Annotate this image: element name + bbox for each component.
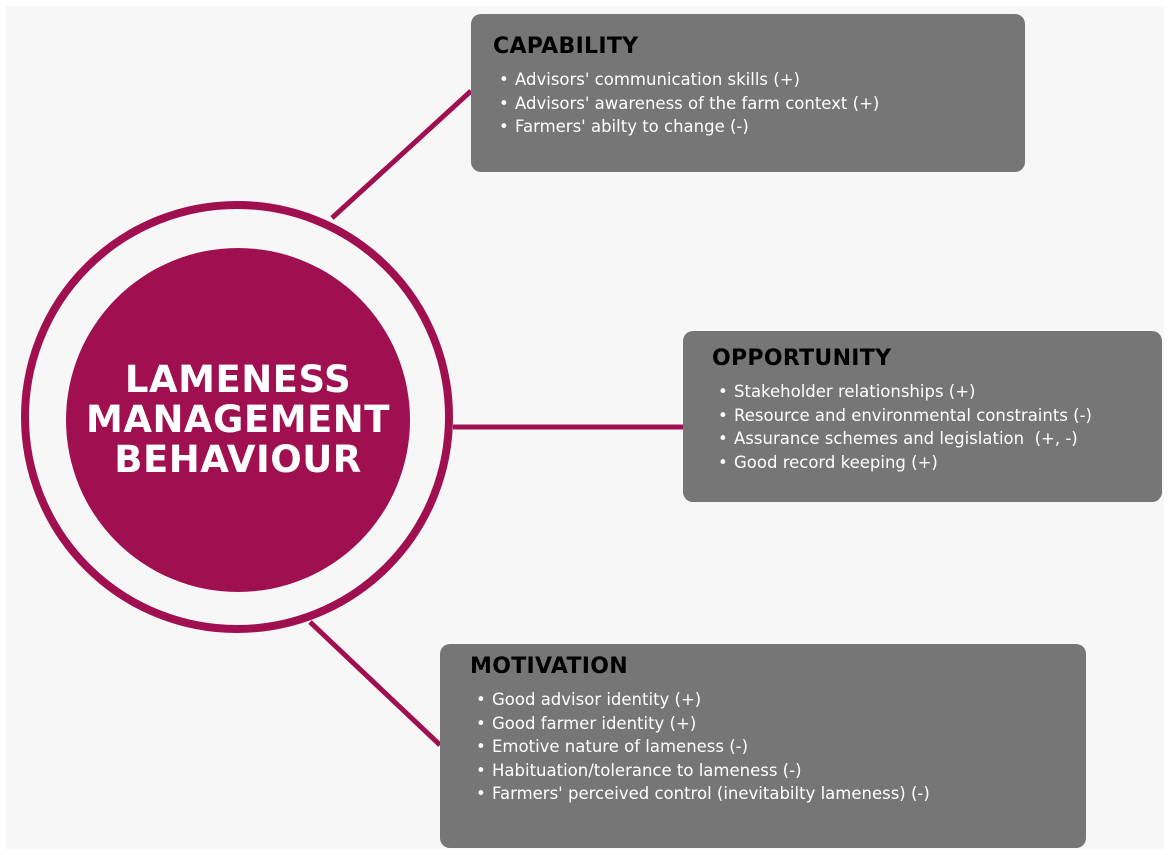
list-item-text: Emotive nature of lameness (-): [492, 737, 749, 756]
motivation-title: MOTIVATION: [470, 654, 628, 679]
bullet-icon: •: [476, 713, 486, 733]
bullet-icon: •: [499, 117, 509, 136]
opportunity-title: OPPORTUNITY: [712, 346, 892, 371]
list-item-text: Habituation/tolerance to lameness (-): [492, 760, 802, 780]
bullet-icon: •: [718, 382, 728, 401]
connector-capability: [330, 89, 473, 220]
capability-box: CAPABILITY • Advisors' communication skil…: [471, 14, 1025, 172]
bullet-icon: •: [476, 784, 486, 803]
list-item-text: Farmers' perceived control (inevitabilty…: [492, 784, 930, 803]
list-item: • Assurance schemes and legislation (+, -…: [712, 427, 1162, 451]
list-item: • Advisors' awareness of the farm context…: [493, 92, 1025, 116]
bullet-icon: •: [476, 760, 486, 780]
list-item-text: Good record keeping (+): [734, 452, 938, 472]
list-item: • Good farmer identity (+): [470, 712, 1086, 736]
list-item: • Stakeholder relationships (+): [712, 380, 1162, 404]
list-item-text: Assurance schemes and legislation (+, -): [734, 429, 1078, 448]
opportunity-box: OPPORTUNITY • Stakeholder relationships (…: [683, 331, 1162, 502]
list-item-text: Good farmer identity (+): [492, 713, 697, 733]
motivation-box: MOTIVATION • Good advisor identity (+) • G…: [440, 644, 1086, 848]
bullet-icon: •: [476, 737, 486, 756]
hub-title-line: BEHAVIOUR: [114, 438, 362, 481]
list-item: • Farmers' perceived control (inevitabilt…: [470, 782, 1086, 806]
list-item-text: Resource and environmental constraints (…: [734, 405, 1092, 425]
list-item-text: Advisors' communication skills (+): [515, 70, 800, 89]
capability-list: • Advisors' communication skills (+) • Adv…: [493, 68, 1025, 139]
list-item: • Advisors' communication skills (+): [493, 68, 1025, 92]
list-item: • Resource and environmental constraints …: [712, 404, 1162, 428]
list-item-text: Stakeholder relationships (+): [734, 382, 976, 401]
capability-title: CAPABILITY: [493, 34, 639, 59]
bullet-icon: •: [718, 452, 728, 472]
list-item-text: Good advisor identity (+): [492, 690, 702, 709]
connector-motivation: [308, 620, 442, 747]
bullet-icon: •: [718, 405, 728, 425]
hub-title-line: LAMENESS: [124, 358, 352, 401]
bullet-icon: •: [718, 429, 728, 448]
list-item: • Good advisor identity (+): [470, 688, 1086, 712]
bullet-icon: •: [499, 70, 509, 89]
hub-circle: LAMENESS MANAGEMENT BEHAVIOUR: [66, 248, 410, 592]
bullet-icon: •: [476, 690, 486, 709]
list-item-text: Farmers' abilty to change (-): [515, 117, 749, 136]
list-item: • Emotive nature of lameness (-): [470, 735, 1086, 759]
opportunity-list: • Stakeholder relationships (+) • Resource…: [712, 380, 1162, 474]
list-item: • Habituation/tolerance to lameness (-): [470, 759, 1086, 783]
list-item: • Good record keeping (+): [712, 451, 1162, 475]
bullet-icon: •: [499, 93, 509, 113]
list-item-text: Advisors' awareness of the farm context …: [515, 93, 880, 113]
motivation-list: • Good advisor identity (+) • Good farmer …: [470, 688, 1086, 806]
hub-title-line: MANAGEMENT: [86, 398, 390, 441]
hub-title: LAMENESS MANAGEMENT BEHAVIOUR: [86, 360, 390, 480]
list-item: • Farmers' abilty to change (-): [493, 115, 1025, 139]
